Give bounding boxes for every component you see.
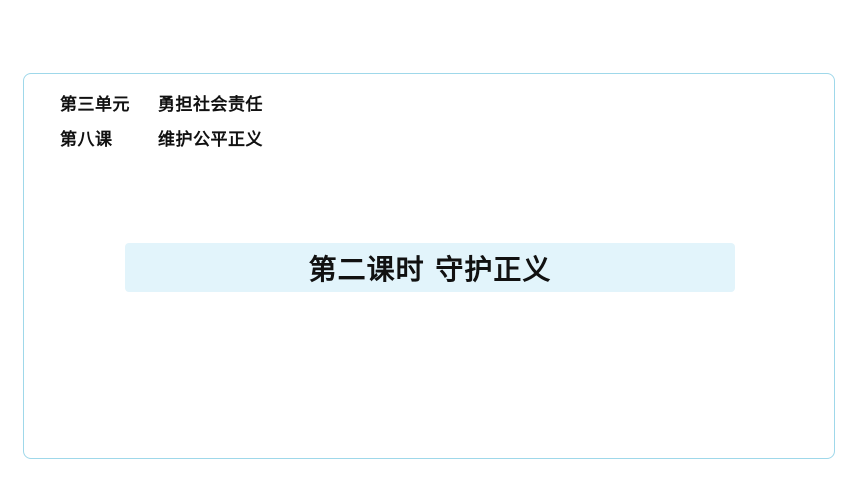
page-title: 第二课时 守护正义 xyxy=(308,252,552,286)
title-band: 第二课时 守护正义 xyxy=(125,243,735,292)
lesson-heading: 第八课 维护公平正义 xyxy=(60,125,263,150)
lesson-topic: 维护公平正义 xyxy=(158,130,263,150)
unit-topic: 勇担社会责任 xyxy=(158,95,263,115)
lesson-label: 第八课 xyxy=(60,130,113,150)
unit-heading: 第三单元 勇担社会责任 xyxy=(60,90,263,115)
unit-label: 第三单元 xyxy=(60,95,130,115)
